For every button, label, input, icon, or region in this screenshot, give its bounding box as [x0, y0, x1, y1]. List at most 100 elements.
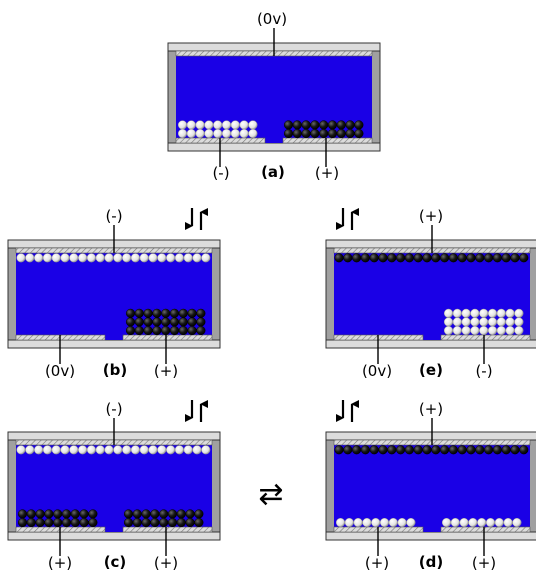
top-white-particle [201, 445, 211, 455]
top-black-particle [431, 253, 441, 263]
bottom-right-black-particle [187, 317, 197, 327]
bottom-right-white-particle [512, 517, 522, 528]
bottom-right-black-particle [134, 308, 144, 318]
top-white-particle [60, 253, 70, 263]
bottom-right-black-particle [143, 308, 153, 318]
bottom-right-black-particle [336, 120, 346, 130]
top-white-particle [16, 445, 26, 455]
bottom-left-white-particle [195, 128, 205, 139]
panel-c-bottom-right-label: (+) [154, 554, 178, 572]
top-white-particle [34, 445, 44, 455]
bottom-right-black-particle [194, 517, 204, 528]
bottom-right-electrode [440, 334, 531, 341]
bottom-right-black-particle [169, 325, 180, 336]
top-white-particle [86, 253, 96, 263]
bottom-right-black-particle [196, 317, 206, 327]
top-white-particle [174, 445, 184, 455]
top-black-particle [387, 445, 397, 455]
bottom-right-black-particle [301, 128, 311, 139]
top-white-particle [192, 253, 202, 263]
top-black-particle [501, 253, 511, 263]
top-black-particle [484, 445, 494, 455]
bottom-left-white-particle [213, 120, 223, 130]
panel-d-top-terminal-label: (+) [419, 400, 443, 418]
bottom-right-black-particle [161, 325, 171, 336]
bottom-left-white-particle [248, 128, 258, 139]
bottom-right-white-particle [494, 517, 504, 528]
top-white-particle [95, 445, 105, 455]
bottom-right-black-particle [161, 308, 171, 318]
top-black-particle [360, 445, 370, 455]
bottom-left-black-particle [79, 509, 89, 519]
top-white-particle [25, 253, 35, 263]
bottom-right-white-particle [443, 317, 454, 327]
bottom-substrate [7, 339, 221, 349]
top-white-particle [86, 445, 96, 455]
bottom-right-white-particle [461, 308, 471, 318]
bottom-right-white-particle [505, 317, 515, 327]
top-white-particle [51, 253, 61, 263]
bottom-right-black-particle [301, 120, 311, 130]
bottom-right-white-particle [468, 517, 478, 528]
bottom-right-black-particle [178, 308, 188, 318]
bottom-right-white-particle [461, 317, 471, 327]
panel-c: (-) (+) (c) (+) [7, 400, 221, 572]
top-black-particle [396, 445, 406, 455]
top-white-particle [104, 445, 114, 455]
top-black-particle [440, 445, 450, 455]
bottom-substrate [325, 531, 536, 541]
top-white-particle [34, 253, 44, 263]
bottom-right-white-particle [441, 517, 452, 528]
bottom-right-black-particle [283, 120, 294, 130]
bottom-left-white-particle [186, 128, 196, 139]
bottom-right-black-particle [196, 325, 206, 336]
panel-e-top-terminal-label: (+) [419, 207, 443, 225]
bottom-left-white-particle [221, 128, 232, 139]
panel-e-cell [325, 225, 536, 364]
bottom-right-black-particle [292, 128, 302, 139]
top-black-particle [413, 253, 423, 263]
top-black-particle [404, 253, 414, 263]
top-black-particle [475, 445, 485, 455]
bottom-left-white-particle [353, 517, 363, 528]
bottom-substrate [167, 142, 381, 152]
bottom-right-black-particle [125, 325, 136, 336]
top-black-particle [334, 445, 344, 455]
panel-b-cell [7, 225, 221, 364]
bottom-right-white-particle [452, 308, 462, 318]
bottom-right-black-particle [354, 120, 364, 130]
bottom-right-black-particle [150, 509, 160, 519]
bottom-right-white-particle [514, 308, 524, 318]
bottom-right-white-particle [514, 317, 524, 327]
bottom-right-white-particle [496, 317, 506, 327]
top-black-particle [343, 253, 353, 263]
top-black-particle [404, 445, 414, 455]
bottom-right-black-particle [125, 308, 136, 318]
bottom-right-white-particle [479, 308, 489, 318]
bottom-right-white-particle [496, 308, 506, 318]
bottom-left-black-particle [70, 509, 80, 519]
bottom-left-white-particle [186, 120, 196, 130]
top-white-particle [42, 445, 52, 455]
bottom-right-black-particle [143, 325, 153, 336]
top-black-particle [448, 253, 458, 263]
top-black-particle [431, 445, 441, 455]
top-white-particle [113, 253, 123, 263]
top-white-particle [122, 445, 132, 455]
top-black-particle [343, 445, 353, 455]
bottom-left-white-particle [195, 120, 205, 130]
bottom-left-white-particle [406, 517, 416, 528]
panel-d-label: (d) [419, 553, 443, 571]
bottom-left-white-particle [239, 128, 249, 139]
panel-b: (-) (0v) (b) (+) [7, 207, 221, 380]
top-white-particle [104, 253, 114, 263]
bottom-left-black-particle [26, 517, 36, 528]
top-black-particle [352, 445, 362, 455]
bottom-right-black-particle [125, 317, 136, 327]
top-white-particle [78, 253, 88, 263]
top-white-particle [174, 253, 184, 263]
bottom-left-white-particle [204, 128, 214, 139]
panel-e-bottom-right-label: (-) [475, 362, 492, 380]
top-white-particle [157, 253, 167, 263]
